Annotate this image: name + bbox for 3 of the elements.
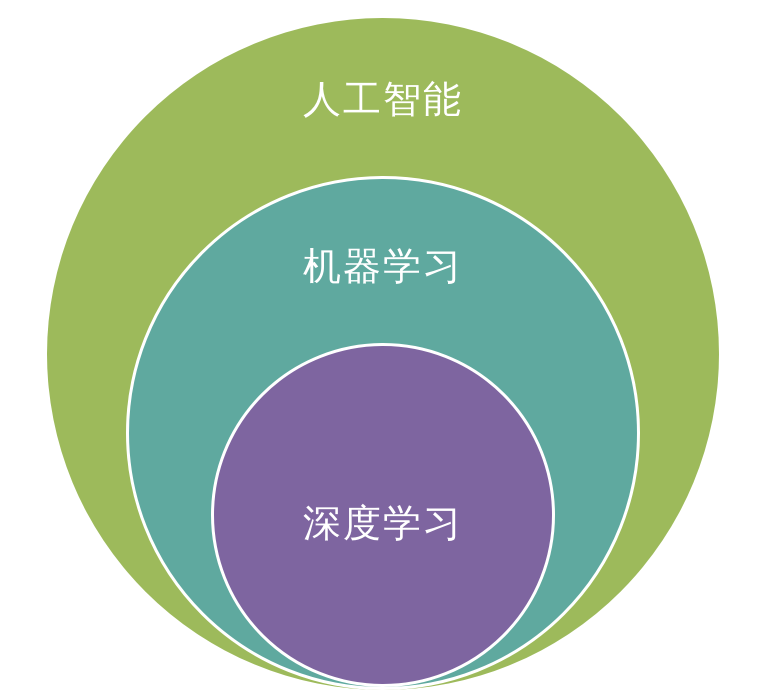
circle-label: 人工智能 [303,77,463,123]
circle-label: 机器学习 [303,244,463,290]
circle-label: 深度学习 [303,501,463,547]
